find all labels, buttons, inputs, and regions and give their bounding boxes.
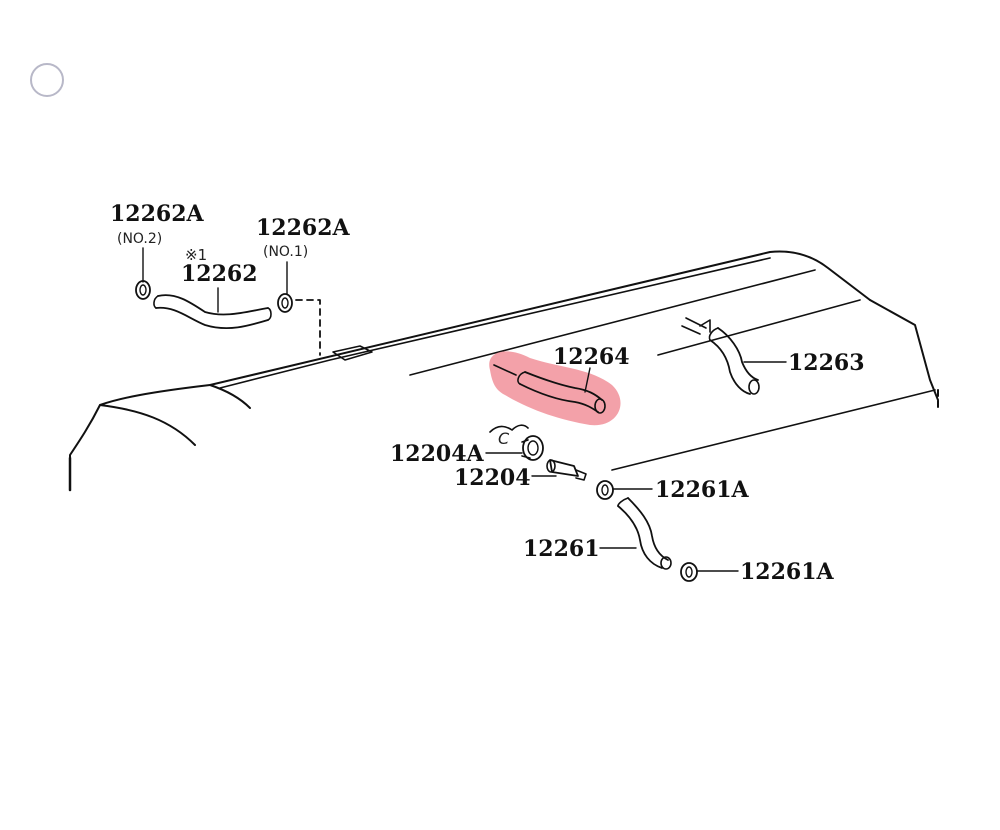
clamp-12261a-bottom: [680, 562, 698, 582]
hose-12263: [708, 327, 760, 395]
label-12204: 12204: [454, 465, 531, 491]
label-12261a-bottom: 12261A: [740, 559, 835, 585]
hose-12261: [617, 497, 672, 570]
label-12204a: 12204A: [390, 441, 485, 467]
hose-12264-highlighted: [489, 351, 621, 426]
pcv-valve-12204: [546, 459, 587, 481]
label-12262a-no2: 12262A: [110, 201, 205, 227]
label-12261: 12261: [523, 536, 600, 562]
grommet-12204a: C: [489, 424, 544, 461]
label-12263: 12263: [788, 350, 865, 376]
label-no1: (NO.1): [263, 244, 308, 260]
label-12261a-top: 12261A: [655, 477, 750, 503]
label-12262: 12262: [181, 261, 258, 287]
clamp-12261a-top: [596, 480, 614, 500]
clamp-12262a-no2: [135, 280, 151, 300]
label-no2: (NO.2): [117, 231, 162, 247]
select-radio[interactable]: [30, 63, 64, 97]
label-12262a-no1: 12262A: [256, 215, 351, 241]
head-cover-outline: [68, 250, 939, 492]
leader-lines: [142, 247, 787, 572]
svg-text:C: C: [498, 429, 510, 448]
label-12264: 12264: [553, 344, 630, 370]
clamp-12262a-no1: [277, 293, 293, 313]
connector-dashed-line: [295, 299, 321, 356]
label-mark: ※1: [185, 246, 207, 264]
hose-12262: [153, 294, 272, 330]
